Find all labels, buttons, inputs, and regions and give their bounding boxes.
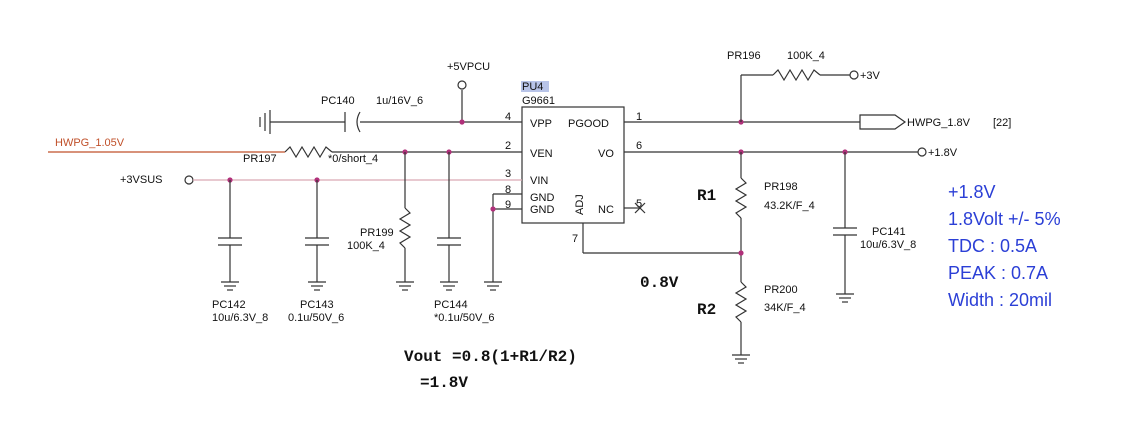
pr199-value: 100K_4 — [347, 240, 385, 252]
pin-vin-label: VIN — [530, 175, 548, 187]
note-line-4: PEAK : 0.7A — [948, 263, 1048, 283]
resistor-pr200[interactable] — [732, 281, 750, 364]
pc142-ref: PC142 — [212, 299, 246, 311]
note-line-2: 1.8Volt +/- 5% — [948, 209, 1061, 229]
hwpg-out-net-label: HWPG_1.8V — [907, 117, 971, 129]
pgood-net: HWPG_1.8V [22] +3V PR196 100K_4 — [624, 50, 1011, 130]
pin-adj-label: ADJ — [574, 194, 586, 215]
pr200-value: 34K/F_4 — [764, 302, 806, 314]
ic-g9661[interactable]: PU4 G9661 VPP PGOOD VEN VO VIN GND GND N… — [521, 81, 625, 224]
pr199-ref: PR199 — [360, 227, 394, 239]
r2-annotation: R2 — [697, 301, 716, 319]
pc141-value: 10u/6.3V_8 — [860, 239, 916, 251]
pc140-ref: PC140 — [321, 95, 355, 107]
pin-gnd2-label: GND — [530, 204, 555, 216]
capacitor-pc141[interactable] — [833, 152, 857, 303]
v3-rail-terminal — [849, 70, 859, 80]
pc144-ref: PC144 — [434, 299, 468, 311]
pin-number-5: 5 — [636, 198, 642, 210]
pr197-ref: PR197 — [243, 153, 277, 165]
hwpg-in-net-label: HWPG_1.05V — [55, 137, 125, 149]
vo-net: +1.8V — [624, 147, 958, 159]
ven-net: HWPG_1.05V PR197 *0/short_4 — [48, 137, 522, 165]
v3sus-rail-terminal — [184, 175, 194, 185]
pin-number-7: 7 — [572, 233, 578, 245]
hwpg-out-sheet-ref: [22] — [993, 117, 1011, 129]
note-line-3: TDC : 0.5A — [948, 236, 1037, 256]
capacitor-pc142[interactable] — [218, 180, 242, 291]
pin-ven-label: VEN — [530, 148, 553, 160]
ic-part-label: G9661 — [522, 95, 555, 107]
pin-number-8: 8 — [505, 184, 511, 196]
v3sus-rail-label: +3VSUS — [120, 174, 163, 186]
pr198-value: 43.2K/F_4 — [764, 200, 815, 212]
pin-pgood-label: PGOOD — [568, 118, 609, 130]
pc140-value: 1u/16V_6 — [376, 95, 423, 107]
formula-line-1: Vout =0.8(1+R1/R2) — [404, 348, 577, 366]
vin-net: +3VSUS — [120, 174, 522, 186]
pin-number-3: 3 — [505, 168, 511, 180]
capacitor-pc140[interactable] — [344, 111, 361, 133]
ic-gnd-net — [484, 193, 522, 291]
ic-ref-label: PU4 — [522, 81, 543, 93]
pin-gnd1-label: GND — [530, 192, 555, 204]
pr200-ref: PR200 — [764, 284, 798, 296]
pin-number-9: 9 — [505, 199, 511, 211]
ground-symbol-left — [259, 110, 271, 134]
pin-vpp-label: VPP — [530, 118, 552, 130]
resistor-pr197[interactable] — [284, 145, 333, 159]
vpcu-rail-terminal — [457, 80, 467, 90]
pc143-ref: PC143 — [300, 299, 334, 311]
hwpg-out-port[interactable] — [859, 114, 907, 130]
vref-annotation: 0.8V — [640, 274, 679, 292]
capacitor-pc144[interactable] — [437, 152, 461, 291]
pc143-value: 0.1u/50V_6 — [288, 312, 344, 324]
pin-numbers: 4 1 2 6 3 8 9 5 7 — [505, 111, 642, 245]
vpp-net: +5VPCU PC140 1u/16V_6 — [259, 61, 522, 134]
pc144-value: *0.1u/50V_6 — [434, 312, 495, 324]
pr198-ref: PR198 — [764, 181, 798, 193]
pin-number-1: 1 — [636, 111, 642, 123]
pc142-value: 10u/6.3V_8 — [212, 312, 268, 324]
vpcu-rail-label: +5VPCU — [447, 61, 490, 73]
note-line-1: +1.8V — [948, 182, 996, 202]
v3-rail-label: +3V — [860, 70, 881, 82]
pr197-value: *0/short_4 — [328, 153, 378, 165]
pin-vo-label: VO — [598, 148, 614, 160]
adj-net — [582, 223, 744, 256]
pin-nc-label: NC — [598, 204, 614, 216]
v18-rail-label: +1.8V — [928, 147, 958, 159]
resistor-pr199[interactable] — [396, 152, 414, 291]
r1-annotation: R1 — [697, 187, 716, 205]
pr196-ref: PR196 — [727, 50, 761, 62]
capacitor-pc143[interactable] — [305, 180, 329, 291]
pin-number-4: 4 — [505, 111, 511, 123]
formula-line-2: =1.8V — [420, 374, 468, 392]
pr196-value: 100K_4 — [787, 50, 825, 62]
resistor-pr198[interactable] — [734, 152, 748, 282]
pin-number-6: 6 — [636, 140, 642, 152]
pin-number-2: 2 — [505, 140, 511, 152]
nc-pin — [624, 202, 646, 214]
resistor-pr196[interactable] — [772, 68, 821, 82]
pc141-ref: PC141 — [872, 226, 906, 238]
note-line-5: Width : 20mil — [948, 290, 1052, 310]
rail-spec-notes: +1.8V 1.8Volt +/- 5% TDC : 0.5A PEAK : 0… — [948, 182, 1061, 310]
v18-rail-terminal — [917, 147, 927, 157]
